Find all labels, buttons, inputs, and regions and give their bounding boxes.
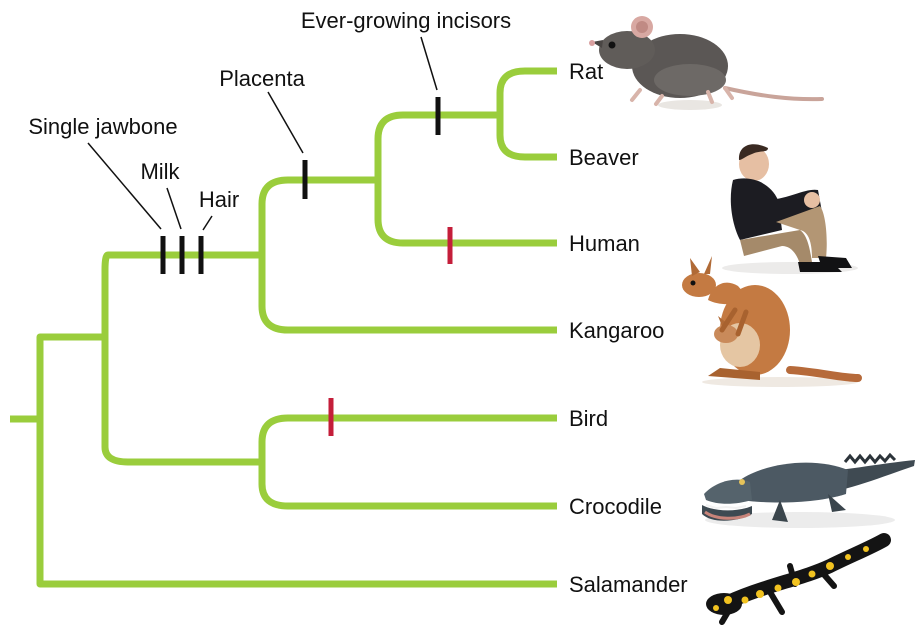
taxon-label-crocodile: Crocodile <box>569 494 662 519</box>
branch-root-split <box>40 337 60 584</box>
branch-reptile-split <box>262 418 288 506</box>
trait-label-jawbone: Single jawbone <box>28 114 177 139</box>
rat-photo <box>589 16 822 110</box>
taxon-label-salamander: Salamander <box>569 572 688 597</box>
human-photo <box>722 144 858 274</box>
taxon-label-human: Human <box>569 231 640 256</box>
salamander-photo <box>706 540 884 622</box>
trait-label-incisors: Ever-growing incisors <box>301 8 511 33</box>
branch-rodent-split <box>500 71 525 157</box>
leader-jawbone <box>88 143 161 229</box>
branch-placental-split <box>378 115 403 243</box>
trait-marks <box>163 97 450 436</box>
crocodile-photo <box>702 455 915 528</box>
trait-label-placenta: Placenta <box>219 66 305 91</box>
leader-hair <box>203 216 212 230</box>
leader-placenta <box>268 92 303 153</box>
branch-amniote-split <box>105 255 130 462</box>
leader-milk <box>167 188 181 229</box>
taxon-labels: Rat Beaver Human Kangaroo Bird Crocodile… <box>569 59 688 597</box>
kangaroo-photo <box>682 256 858 387</box>
leader-incisors <box>421 37 437 90</box>
taxon-label-beaver: Beaver <box>569 145 639 170</box>
taxon-label-rat: Rat <box>569 59 603 84</box>
branch-mammal-split <box>262 180 288 330</box>
taxon-label-kangaroo: Kangaroo <box>569 318 664 343</box>
trait-label-milk: Milk <box>140 159 180 184</box>
trait-label-hair: Hair <box>199 187 239 212</box>
taxon-label-bird: Bird <box>569 406 608 431</box>
